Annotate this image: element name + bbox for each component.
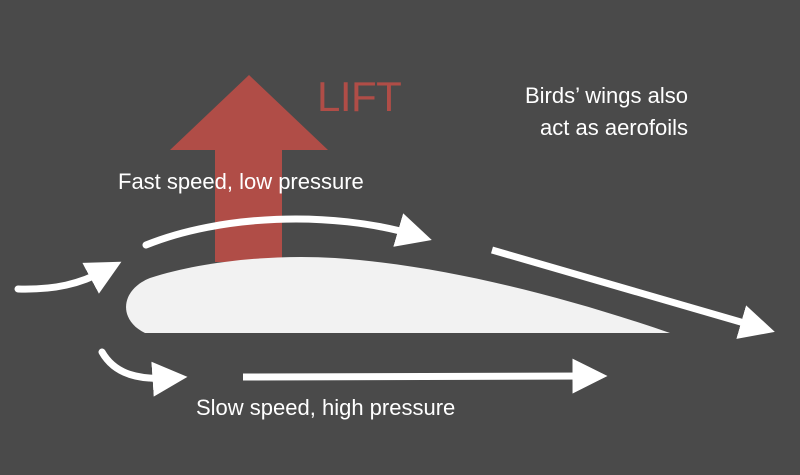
downwash-flow-arrow-icon [491, 246, 775, 339]
fast-speed-label: Fast speed, low pressure [118, 169, 364, 194]
birds-wings-note: Birds’ wings also act as aerofoils [525, 80, 688, 144]
lift-arrow-icon [170, 75, 328, 262]
airfoil-shape [126, 256, 670, 333]
lower-straight-flow-arrow-icon [242, 358, 608, 394]
lift-label: LIFT [317, 73, 402, 120]
upper-flow-arrow-icon [142, 213, 432, 249]
birds-note-line-1: Birds’ wings also [524, 83, 688, 108]
birds-note-line-2: act as aerofoils [540, 115, 688, 140]
incoming-flow-arrow-icon [14, 261, 122, 294]
slow-speed-label: Slow speed, high pressure [196, 395, 456, 420]
lower-curved-flow-arrow-icon [98, 348, 188, 397]
